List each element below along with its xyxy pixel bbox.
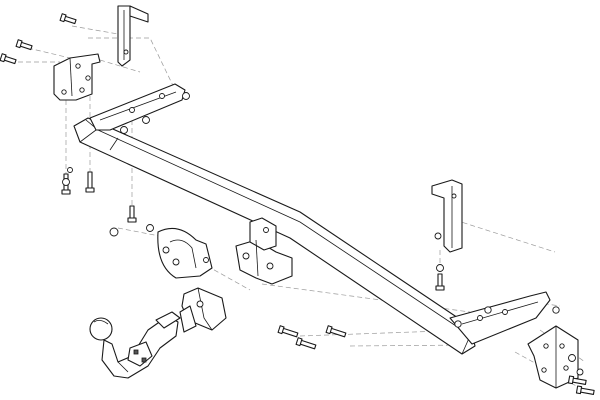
washer bbox=[67, 167, 73, 173]
washer bbox=[62, 178, 70, 186]
left-beam-bracket bbox=[89, 83, 186, 134]
nut bbox=[142, 116, 150, 124]
tow-ball-neck bbox=[89, 311, 181, 379]
bolt bbox=[435, 273, 445, 291]
plate-hole bbox=[61, 89, 67, 95]
bolt bbox=[295, 337, 317, 350]
plate-hole bbox=[263, 227, 269, 233]
washer bbox=[576, 368, 584, 376]
nut bbox=[568, 354, 576, 362]
top-upright-bracket bbox=[117, 5, 149, 67]
plate-hole bbox=[242, 252, 250, 260]
bolt bbox=[567, 375, 587, 385]
left-side-plate bbox=[53, 53, 101, 101]
socket-hole bbox=[196, 300, 204, 308]
washer bbox=[146, 224, 154, 232]
bracket-hole bbox=[477, 315, 483, 321]
nut bbox=[454, 320, 462, 328]
right-side-plate bbox=[527, 325, 579, 389]
locking-clamp bbox=[157, 227, 213, 279]
electrical-socket-mount bbox=[179, 287, 227, 333]
plate-hole bbox=[563, 365, 569, 371]
right-upper-bracket bbox=[431, 179, 463, 253]
bracket-hole bbox=[159, 93, 165, 99]
plate-hole bbox=[543, 343, 549, 349]
nut bbox=[120, 126, 128, 134]
bracket-hole bbox=[451, 193, 457, 199]
washer bbox=[436, 264, 444, 272]
clamp-hole bbox=[203, 257, 209, 263]
bolt bbox=[59, 13, 77, 25]
plate-hole bbox=[85, 75, 91, 81]
plate-hole bbox=[541, 367, 547, 373]
nuts-washers bbox=[62, 92, 584, 376]
tow-ball bbox=[89, 317, 113, 341]
bolt bbox=[127, 205, 137, 223]
bolt bbox=[0, 53, 17, 65]
bolt bbox=[85, 171, 95, 193]
plate-hole bbox=[559, 343, 565, 349]
clamp-hole bbox=[172, 258, 180, 266]
tow-bar-crossbeam bbox=[73, 117, 476, 355]
nut bbox=[484, 306, 492, 314]
bracket-hole bbox=[123, 49, 129, 55]
nut bbox=[109, 227, 119, 237]
bracket-hole bbox=[502, 309, 508, 315]
bolt bbox=[325, 325, 347, 338]
plate-hole bbox=[75, 63, 81, 69]
bolt bbox=[15, 39, 33, 51]
lock-key bbox=[133, 349, 139, 355]
plate-hole bbox=[266, 262, 274, 270]
nut bbox=[434, 232, 442, 240]
nut bbox=[552, 306, 560, 314]
bolt bbox=[277, 325, 299, 338]
center-hitch-plate bbox=[235, 217, 293, 285]
bolts-group bbox=[0, 13, 595, 395]
right-beam-bracket bbox=[449, 291, 560, 345]
bolt bbox=[575, 385, 595, 395]
nut bbox=[182, 92, 190, 100]
plate-hole bbox=[79, 87, 85, 93]
lock-key bbox=[141, 357, 147, 363]
bracket-hole bbox=[129, 107, 135, 113]
clamp-hole bbox=[162, 246, 170, 254]
